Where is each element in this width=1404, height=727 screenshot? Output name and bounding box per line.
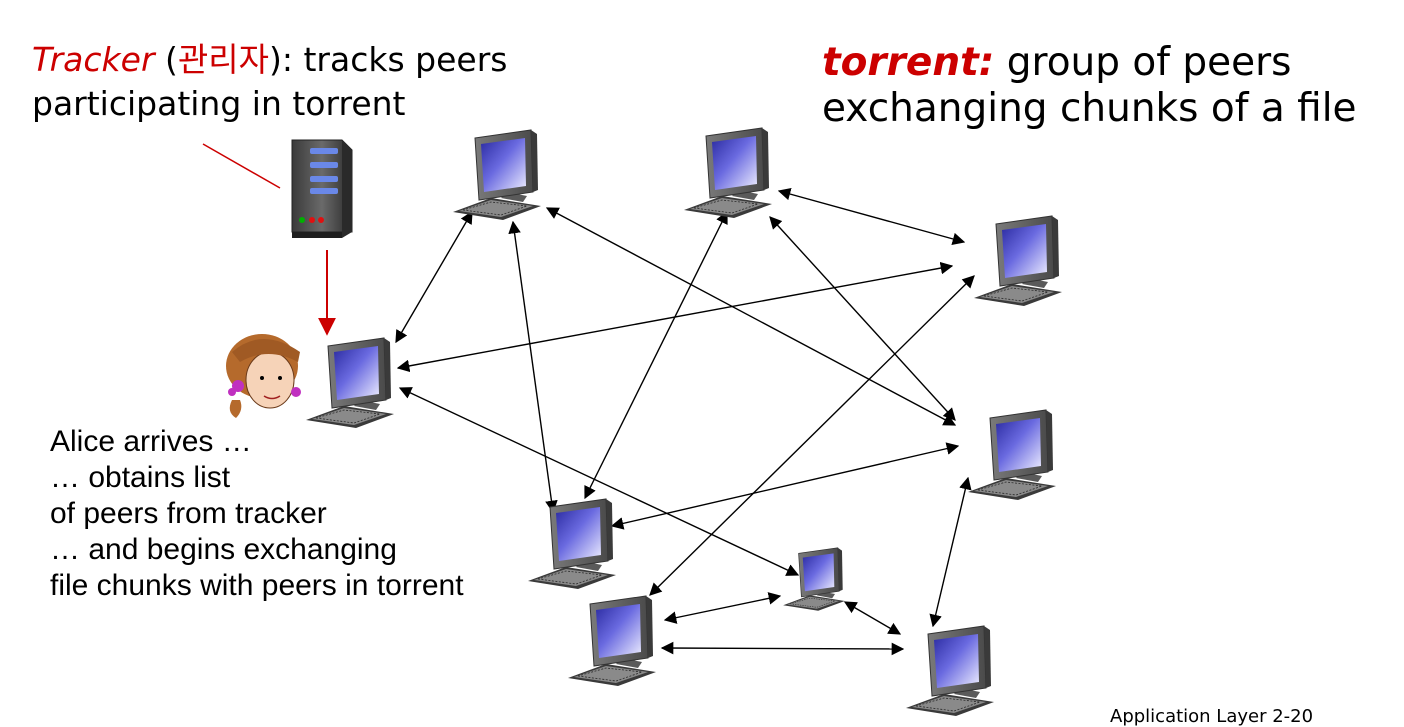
tracker-heading: Tracker (관리자): tracks peers — [32, 40, 508, 79]
arrow-p8-p9 — [660, 641, 905, 656]
computer-icon — [967, 409, 1057, 501]
computer-icon — [527, 498, 617, 590]
alice-line-5: file chunks with peers in torrent — [50, 569, 464, 602]
tracker-line2: participating in torrent — [32, 84, 406, 123]
alice-avatar-icon — [226, 334, 301, 418]
peer-arrows — [395, 187, 975, 656]
arrow-p7-p9 — [843, 601, 902, 635]
alice-line-1: Alice arrives … — [50, 425, 252, 458]
tracker-pointer-line — [202, 143, 281, 189]
torrent-keyword: torrent: — [822, 40, 995, 85]
arrow-p8-p7 — [663, 592, 782, 624]
arrow-alice-p1 — [395, 210, 473, 344]
arrow-p2-p6 — [584, 210, 728, 500]
arrow-p1-p6 — [508, 220, 558, 514]
arrow-p1-p5 — [545, 207, 957, 426]
tracker-line1-rest: tracks peers — [292, 40, 508, 79]
slide-footer: Application Layer 2-20 — [1110, 706, 1314, 727]
torrent-heading: torrent: group of peers — [822, 40, 1292, 86]
torrent-line2: exchanging chunks of a file — [822, 86, 1357, 131]
arrow-p2-p4 — [777, 187, 966, 246]
computer-icon — [567, 595, 657, 687]
computer-icon — [305, 337, 395, 429]
alice-description: Alice arrives … … obtains list of peers … — [50, 424, 464, 604]
alice-line-3: of peers from tracker — [50, 497, 327, 530]
computer-icon — [905, 625, 995, 717]
computer-icon — [452, 129, 542, 221]
computer-icon — [683, 127, 773, 219]
alice-line-4: … and begins exchanging — [50, 533, 397, 566]
alice-line-2: … obtains list — [50, 461, 231, 494]
server-icon — [291, 139, 353, 238]
tracker-korean: 관리자 — [177, 40, 269, 79]
arrow-p5-p6 — [610, 442, 960, 530]
computer-icon — [782, 547, 846, 612]
torrent-line1-rest: group of peers — [994, 40, 1292, 85]
arrow-p2-p5 — [769, 216, 956, 421]
arrow-p5-p9 — [929, 476, 972, 628]
computer-icon — [973, 215, 1063, 307]
tracker-keyword: Tracker — [32, 40, 155, 79]
arrow-p4-p8 — [649, 275, 975, 596]
